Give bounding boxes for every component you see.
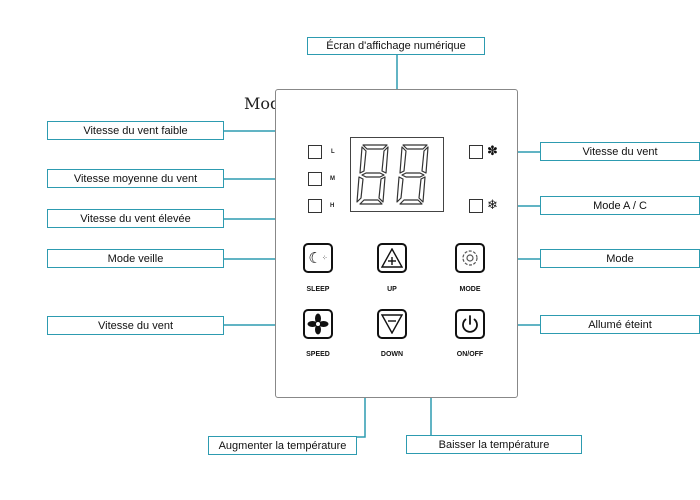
power-icon [462, 315, 478, 333]
callout-fan-speed-left: Vitesse du vent [47, 316, 224, 335]
speed-button[interactable] [303, 309, 333, 339]
led-low-speed [308, 145, 322, 159]
speed-button-label: SPEED [306, 351, 330, 358]
led-high-speed [308, 199, 322, 213]
power-button[interactable] [455, 309, 485, 339]
up-button[interactable] [377, 243, 407, 273]
mode-button-label: MODE [459, 286, 481, 293]
led-fan-speed [469, 145, 483, 159]
callout-temp-up: Augmenter la température [208, 436, 357, 455]
fan-flower-icon: ✽ [487, 143, 498, 158]
callout-temp-down: Baisser la température [406, 435, 582, 454]
callout-low-speed: Vitesse du vent faible [47, 121, 224, 140]
sleep-button[interactable]: ☾⁘ [303, 243, 333, 273]
callout-sleep-mode: Mode veille [47, 249, 224, 268]
led-letter-high: H [330, 203, 335, 209]
callout-display: Écran d'affichage numérique [307, 37, 485, 55]
callout-mode: Mode [540, 249, 700, 268]
callout-medium-speed: Vitesse moyenne du vent [47, 169, 224, 188]
moon-stars-icon: ☾⁘ [308, 249, 328, 267]
triangle-up-plus-icon [381, 248, 403, 268]
power-button-label: ON/OFF [456, 351, 484, 358]
gear-icon [462, 250, 478, 266]
callout-fan-speed-right: Vitesse du vent [540, 142, 700, 161]
triangle-down-minus-icon [381, 314, 403, 334]
up-button-label: UP [387, 286, 397, 293]
down-button-label: DOWN [380, 351, 404, 358]
digital-display [350, 137, 444, 212]
led-medium-speed [308, 172, 322, 186]
seven-segment-digits [356, 144, 429, 205]
down-button[interactable] [377, 309, 407, 339]
led-letter-low: L [331, 149, 335, 155]
snowflake-icon: ❄ [487, 197, 498, 212]
sleep-button-label: SLEEP [306, 286, 330, 293]
led-letter-medium: M [330, 176, 335, 182]
callout-power: Allumé éteint [540, 315, 700, 334]
callout-ac-mode: Mode A / C [540, 196, 700, 215]
mode-button[interactable] [455, 243, 485, 273]
fan-icon [307, 313, 329, 335]
led-ac-mode [469, 199, 483, 213]
callout-high-speed: Vitesse du vent élevée [47, 209, 224, 228]
